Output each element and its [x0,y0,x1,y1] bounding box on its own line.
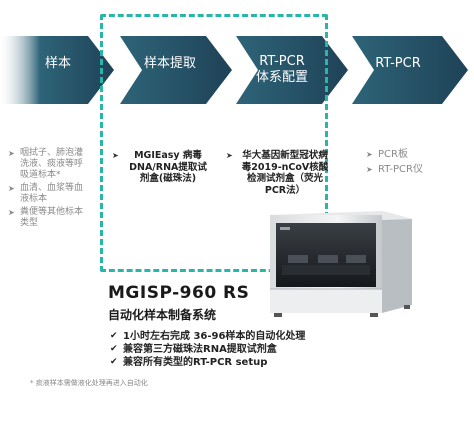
feature-item: ✔ 兼容第三方磁珠法RNA提取试剂盒 [110,344,277,355]
arrow-bullet-icon: ➤ [112,151,119,160]
instrument-image [270,211,412,317]
flow-step-2-label: 样本提取 [143,56,196,71]
flow-chevrons [0,36,468,104]
flow-step-3-label: RT-PCR 体系配置 [255,54,308,85]
arrow-bullet-icon: ➤ [366,150,373,159]
pcr-list: ➤ PCR板 ➤ RT-PCR仪 [366,148,456,178]
flow-step-4-shape [352,36,468,104]
arrow-bullet-icon: ➤ [8,208,15,217]
product-name: MGISP-960 RS [108,283,250,303]
automation-highlight-box [100,14,328,272]
feature-list: ✔ 1小时左右完成 36-96样本的自动化处理 ✔ 兼容第三方磁珠法RNA提取试… [110,330,305,369]
flow-step-3-shape [236,36,348,104]
checkmark-icon: ✔ [110,357,118,367]
list-item: ➤ MGIEasy 病毒DNA/RNA提取试剂盒(磁珠法) [112,150,207,184]
flow-step-1-shape [0,36,114,104]
list-item: ➤ PCR板 [366,149,408,160]
feature-item: ✔ 兼容所有类型的RT-PCR setup [110,357,268,368]
flow-step-2-shape [120,36,232,104]
list-item: ➤ 血清、血浆等血液标本 [8,183,84,204]
product-subtitle: 自动化样本制备系统 [108,308,217,322]
arrow-bullet-icon: ➤ [8,149,15,158]
extraction-kit-list: ➤ MGIEasy 病毒DNA/RNA提取试剂盒(磁珠法) [112,150,210,187]
flow-step-4-label: RT-PCR [375,56,421,71]
flow-step-1-label: 样本 [44,56,71,71]
list-item: ➤ 咽拭子、肺泡灌洗液、痰液等呼吸道标本* [8,148,84,180]
list-item: ➤ 华大基因新型冠状病毒2019-nCoV核酸检测试剂盒（荧光PCR法） [226,150,329,196]
arrow-bullet-icon: ➤ [226,151,233,160]
footnote: * 痰液样本需做液化处理再进入自动化 [30,379,148,387]
sample-type-list: ➤ 咽拭子、肺泡灌洗液、痰液等呼吸道标本* ➤ 血清、血浆等血液标本 ➤ 粪便等… [8,148,86,231]
checkmark-icon: ✔ [110,344,118,354]
list-item: ➤ 粪便等其他标本类型 [8,207,84,228]
feature-item: ✔ 1小时左右完成 36-96样本的自动化处理 [110,331,306,342]
list-item: ➤ RT-PCR仪 [366,164,423,175]
checkmark-icon: ✔ [110,331,118,341]
config-kit-list: ➤ 华大基因新型冠状病毒2019-nCoV核酸检测试剂盒（荧光PCR法） [226,150,330,198]
arrow-bullet-icon: ➤ [8,184,15,193]
arrow-bullet-icon: ➤ [366,165,373,174]
